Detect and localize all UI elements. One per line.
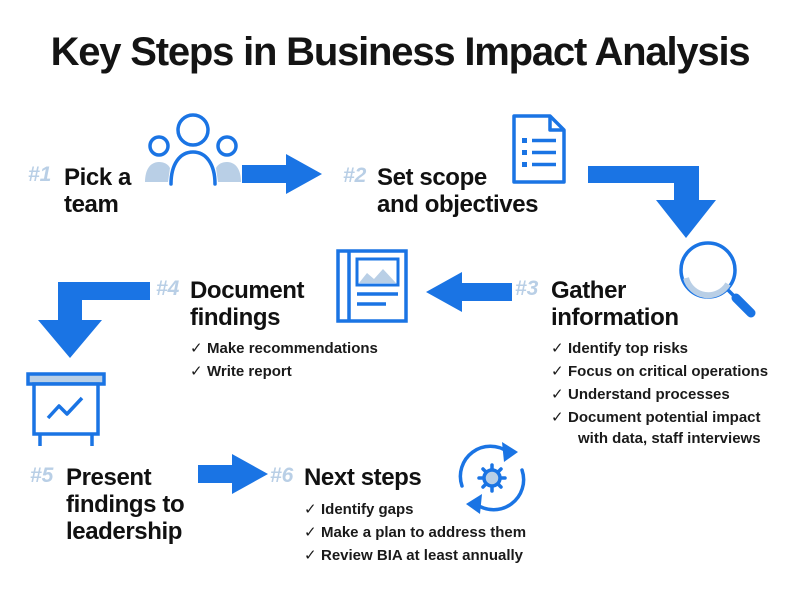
step-number: #2 — [343, 164, 367, 187]
report-book-icon — [336, 249, 408, 323]
step-number: #5 — [30, 464, 54, 487]
step-title-line: and objectives — [377, 191, 539, 218]
step-title: Next steps — [304, 464, 422, 491]
team-icon — [145, 113, 241, 186]
step-number: #1 — [28, 163, 52, 186]
step-title-line: team — [64, 191, 119, 218]
cycle-gear-icon — [458, 442, 526, 514]
step-title: Present findings to leadership — [66, 464, 185, 545]
check-icon: ✓ — [551, 340, 564, 357]
step-title-line: information — [551, 304, 679, 331]
arrow-right-icon — [242, 154, 322, 194]
list-item: ✓Identify top risks — [551, 337, 768, 360]
list-item: ✓Focus on critical operations — [551, 360, 768, 383]
check-icon: ✓ — [551, 363, 564, 380]
presentation-board-icon — [26, 372, 106, 446]
check-icon: ✓ — [304, 501, 317, 518]
step-title: Gather information — [551, 277, 679, 331]
list-item: ✓Make recommendations — [190, 337, 378, 360]
check-icon: ✓ — [551, 386, 564, 403]
check-icon: ✓ — [190, 340, 203, 357]
check-icon: ✓ — [551, 409, 564, 426]
step-title-line: Gather — [551, 277, 626, 304]
arrow-elbow-down-icon — [38, 282, 150, 358]
check-icon: ✓ — [304, 524, 317, 541]
step-title: Set scope and objectives — [377, 164, 539, 218]
check-icon: ✓ — [304, 547, 317, 564]
step-title-line: Set scope — [377, 164, 487, 191]
step-title-line: Next steps — [304, 464, 422, 491]
step-bullets: ✓Identify top risks ✓Focus on critical o… — [551, 337, 768, 448]
arrow-elbow-down-icon — [588, 166, 716, 238]
step-number: #6 — [270, 464, 294, 487]
list-item: ✓Review BIA at least annually — [304, 544, 526, 567]
step-title: Pick a team — [64, 164, 131, 218]
step-title: Document findings — [190, 277, 305, 331]
step-bullets: ✓Identify gaps ✓Make a plan to address t… — [304, 498, 526, 567]
step-title-line: Document — [190, 277, 305, 304]
step-number: #4 — [156, 277, 180, 300]
page-title: Key Steps in Business Impact Analysis — [50, 30, 751, 74]
step-bullets: ✓Make recommendations ✓Write report — [190, 337, 378, 383]
list-item: ✓Make a plan to address them — [304, 521, 526, 544]
list-item: ✓Understand processes — [551, 383, 768, 406]
arrow-right-icon — [198, 454, 268, 494]
check-icon: ✓ — [190, 363, 203, 380]
step-title-line: leadership — [66, 518, 183, 545]
list-item: ✓Identify gaps — [304, 498, 526, 521]
list-item-continuation: with data, staff interviews — [578, 430, 761, 447]
step-number: #3 — [515, 277, 539, 300]
magnifier-icon — [679, 241, 756, 318]
step-title-line: findings to — [66, 491, 185, 518]
list-item: ✓Write report — [190, 360, 378, 383]
arrow-left-icon — [426, 272, 512, 312]
step-title-line: Present — [66, 464, 152, 491]
step-title-line: Pick a — [64, 164, 131, 191]
document-list-icon — [512, 114, 566, 184]
step-title-line: findings — [190, 304, 281, 331]
